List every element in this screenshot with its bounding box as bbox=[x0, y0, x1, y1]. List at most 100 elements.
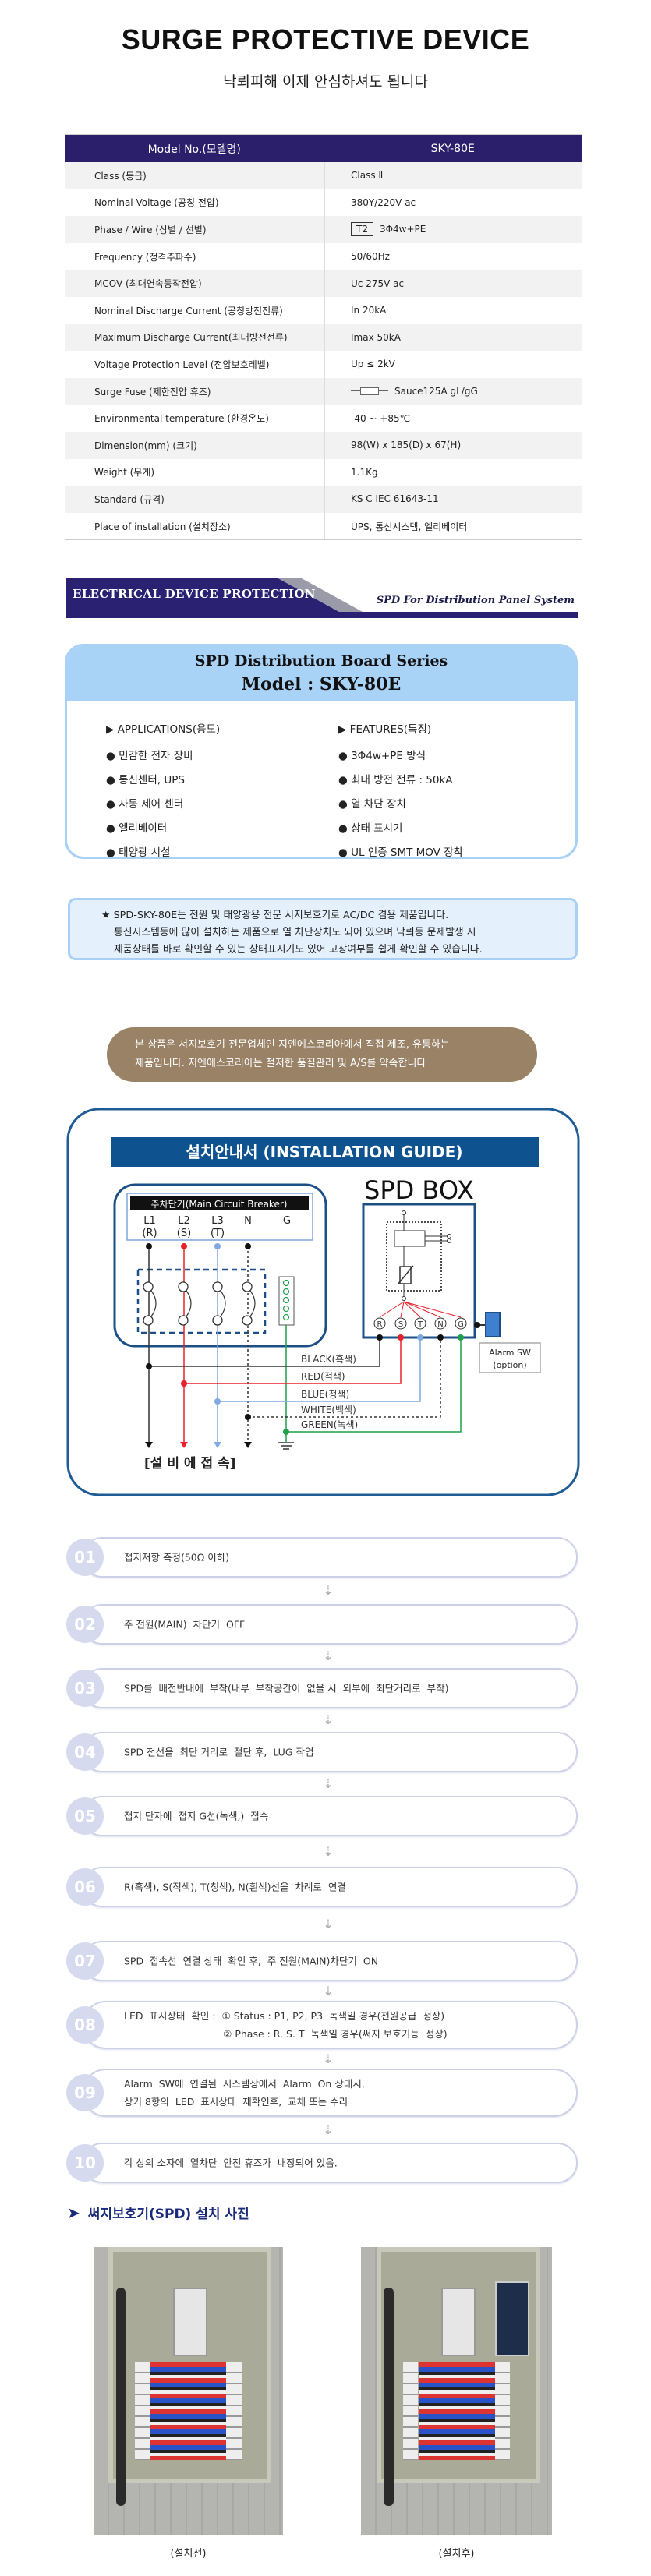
fuse-icon bbox=[351, 387, 388, 396]
spec-value-cell: -40 ~ +85℃ bbox=[325, 413, 410, 424]
spec-value-cell: 50/60Hz bbox=[325, 251, 390, 262]
series-info-card: SPD Distribution Board Series Model : SK… bbox=[65, 644, 578, 859]
wire-label-black: BLACK(흑색) bbox=[301, 1354, 356, 1365]
wire-label-blue: BLUE(청색) bbox=[301, 1389, 349, 1400]
manufacturer-note-line: 본 상품은 서지보호기 전문업체인 지엔에스코리아에서 직접 제조, 유통하는 bbox=[135, 1039, 450, 1051]
wire-label-red: RED(적색) bbox=[301, 1371, 345, 1382]
table-row: Nominal Voltage (공칭 전압) 380Y/220V ac bbox=[65, 189, 582, 217]
step-text: R(흑색), S(적색), T(청색), N(흰색)선을 차례로 연결 bbox=[124, 1881, 346, 1893]
section-banner: ELECTRICAL DEVICE PROTECTION SPD For Dis… bbox=[66, 578, 578, 618]
spec-label: Standard (규격) bbox=[65, 486, 325, 513]
table-row: Surge Fuse (제한전압 휴즈)Sauce125A gL/gG bbox=[65, 377, 582, 405]
spec-value-cell: Class Ⅱ bbox=[325, 170, 383, 181]
type-badge: T2 bbox=[351, 222, 373, 237]
list-item: ● UL 인증 SMT MOV 장착 bbox=[338, 846, 464, 859]
spec-value-cell: 1.1Kg bbox=[325, 467, 378, 478]
step-text: SPD를 배전반내에 부착(내부 부착공간이 없을 시 외부에 최단거리로 부착… bbox=[124, 1682, 449, 1694]
table-row: Standard (규격) KS C IEC 61643-11 bbox=[65, 486, 582, 513]
series-title: SPD Distribution Board Series bbox=[194, 652, 448, 670]
list-item: ● 최대 방전 전류 : 50kA bbox=[338, 774, 453, 786]
spec-value-cell: KS C IEC 61643-11 bbox=[325, 493, 439, 504]
spec-label: Nominal Voltage (공칭 전압) bbox=[65, 189, 325, 217]
step-item: 06 R(흑색), S(적색), T(청색), N(흰색)선을 차례로 연결 bbox=[66, 1867, 578, 1907]
table-row: Frequency (정격주파수)50/60Hz bbox=[65, 242, 582, 270]
spec-value: Sauce125A gL/gG bbox=[394, 386, 478, 398]
terminal-phase: (R) bbox=[142, 1228, 157, 1239]
applications-heading: ▶ APPLICATIONS(용도) bbox=[106, 723, 221, 736]
step-text: 주 전원(MAIN) 차단기 OFF bbox=[124, 1618, 246, 1631]
spec-value: 380Y/220V ac bbox=[351, 196, 416, 208]
table-row: Maximum Discharge Current(최대방전전류) Imax 50… bbox=[65, 323, 582, 352]
terminal-label: L2 bbox=[178, 1215, 190, 1227]
caption-after: (설치후) bbox=[438, 2548, 475, 2560]
guide-title-bar bbox=[111, 1137, 539, 1167]
down-arrow-icon: ⇣ bbox=[323, 1712, 334, 1727]
step-text: 접지저항 측정(50Ω 이하) bbox=[124, 1551, 230, 1564]
note-line: ★ SPD-SKY-80E는 전원 및 태양광용 전문 서지보호기로 AC/DC… bbox=[101, 910, 449, 921]
step-item: 09 Alarm SW에 연결된 시스템상에서 Alarm On 상태시, 상기 … bbox=[66, 2069, 578, 2117]
photos-heading: ➤써지보호기(SPD) 설치 사진 bbox=[67, 2203, 249, 2222]
list-item: ● 태양광 시설 bbox=[106, 846, 171, 859]
banner-left-text: ELECTRICAL DEVICE PROTECTION bbox=[73, 587, 316, 601]
step-text: SPD 접속선 연결 상태 확인 후, 주 전원(MAIN)차단기 ON bbox=[124, 1955, 379, 1967]
note-line: 통신시스템등에 많이 설치하는 제품으로 열 차단장치도 되어 있으며 낙뢰등 … bbox=[114, 927, 476, 938]
step-item: 08 LED 표시상태 확인 : ① Status : P1, P2, P3 녹색… bbox=[66, 2001, 578, 2049]
list-item: ● 민감한 전자 장비 bbox=[106, 750, 193, 762]
step-text: Alarm SW에 연결된 시스템상에서 Alarm On 상태시, 상기 8항… bbox=[124, 2078, 365, 2108]
arrow-right-icon: ➤ bbox=[67, 2203, 80, 2222]
spec-value-cell: Imax 50kA bbox=[325, 332, 401, 343]
spec-value: UPS, 통신시스템, 엘리베이터 bbox=[351, 521, 468, 532]
spec-label: Place of installation (설치장소) bbox=[65, 512, 325, 540]
table-row: Nominal Discharge Current (공칭방전전류)In 20k… bbox=[65, 296, 582, 324]
spd-box bbox=[362, 1203, 476, 1339]
down-arrow-icon: ⇣ bbox=[323, 1843, 334, 1859]
table-row: Dimension(mm) (크기)98(W) x 185(D) x 67(H) bbox=[65, 431, 582, 459]
spec-value: KS C IEC 61643-11 bbox=[351, 493, 439, 505]
main-breaker-box bbox=[113, 1183, 327, 1348]
spec-label: Voltage Protection Level (전압보호레벨) bbox=[65, 351, 325, 378]
table-row: Environmental temperature (환경온도)-40 ~ +8… bbox=[65, 405, 582, 432]
down-arrow-icon: ⇣ bbox=[323, 1916, 334, 1931]
table-row: Place of installation (설치장소) UPS, 통신시스템, … bbox=[65, 512, 582, 540]
step-text: LED 표시상태 확인 : ① Status : P1, P2, P3 녹색일 … bbox=[124, 2010, 448, 2040]
spec-label: Phase / Wire (상별 / 선별) bbox=[65, 216, 325, 243]
alarm-label-option: (option) bbox=[493, 1360, 526, 1370]
guide-title: 설치안내서 (INSTALLATION GUIDE) bbox=[186, 1143, 463, 1161]
spec-table: Model No.(모델명) SKY-80E Class (등급)Class Ⅱ… bbox=[65, 134, 582, 541]
spec-label: Nominal Discharge Current (공칭방전전류) bbox=[65, 296, 325, 324]
step-number: 06 bbox=[66, 1868, 104, 1906]
down-arrow-icon: ⇣ bbox=[323, 1583, 334, 1598]
spec-value-cell: 380Y/220V ac bbox=[325, 197, 416, 208]
guide-frame bbox=[66, 1108, 580, 1496]
list-item: ● 엘리베이터 bbox=[106, 822, 168, 835]
terminal-phase: (T) bbox=[211, 1228, 225, 1239]
list-item: ● 통신센터, UPS bbox=[106, 774, 185, 786]
spec-value: Uc 275V ac bbox=[351, 277, 405, 289]
down-arrow-icons bbox=[145, 1442, 252, 1448]
terminal-label: N bbox=[244, 1215, 252, 1227]
product-note: ★ SPD-SKY-80E는 전원 및 태양광용 전문 서지보호기로 AC/DC… bbox=[68, 898, 578, 960]
terminal-label: L3 bbox=[211, 1215, 224, 1227]
thermal-disconnect-icon bbox=[394, 1230, 426, 1247]
list-item: ● 열 차단 장치 bbox=[338, 798, 406, 811]
step-number: 03 bbox=[66, 1670, 104, 1707]
step-number: 08 bbox=[66, 2006, 104, 2044]
spec-value: 50/60Hz bbox=[351, 251, 390, 263]
down-arrow-icon: ⇣ bbox=[323, 1776, 334, 1791]
breaker-terminal-dots bbox=[146, 1243, 251, 1249]
terminal-phase: (S) bbox=[177, 1228, 191, 1239]
features-heading: ▶ FEATURES(특징) bbox=[338, 723, 432, 736]
step-text: 각 상의 소자에 열차단 안전 휴즈가 내장되어 있음. bbox=[124, 2157, 338, 2169]
spec-label: Maximum Discharge Current(최대방전전류) bbox=[65, 323, 325, 352]
spec-value: Imax 50kA bbox=[351, 331, 401, 343]
breaker-dashed-outline bbox=[136, 1268, 267, 1334]
spd-terminal-label: T bbox=[417, 1320, 423, 1329]
spec-value-cell: 98(W) x 185(D) x 67(H) bbox=[325, 440, 461, 451]
alarm-label: Alarm SW bbox=[489, 1348, 531, 1358]
step-number: 09 bbox=[66, 2074, 104, 2111]
wire-label-white: WHITE(백색) bbox=[301, 1405, 356, 1415]
